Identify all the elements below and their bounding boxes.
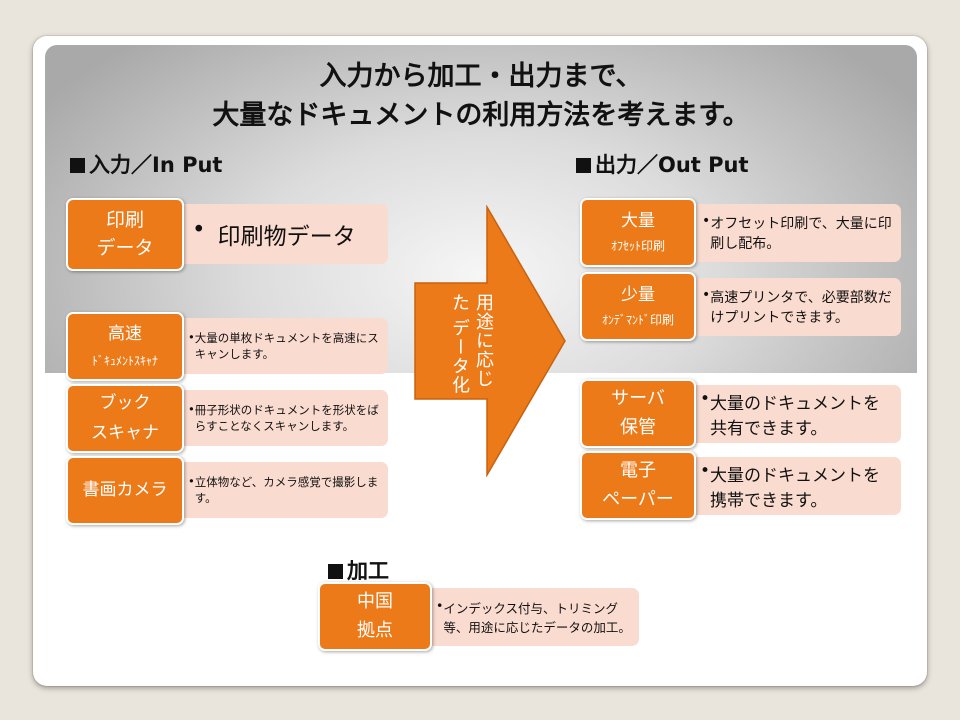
section-output-label: 出力／Out Put [595,153,749,177]
bullet-dot: • [702,213,711,229]
output-desc-on-demand-print: •高速プリンタで、必要部数だけプリントできます。 [688,278,901,336]
desc-text: 大量のドキュメントを共有できます。 [710,394,881,439]
input-label-high-speed-scanner: 高速 ﾄﾞｷｭﾒﾝﾄｽｷｬﾅ [66,312,184,381]
bullet-line: • 印刷物データ [192,217,356,251]
bullet-dot: • [702,287,711,303]
bullet-line: •大量の単枚ドキュメントを高速にスキャンします。 [188,330,380,362]
input-desc-document-camera: •立体物など、カメラ感覚で撮影します。 [176,462,388,518]
output-label-server-storage: サーバ 保管 [580,379,696,448]
arrow-label: 用途に応じた データ化 [447,293,495,403]
output-label-offset-print: 大量 ｵﾌｾｯﾄ印刷 [580,198,696,267]
output-label-on-demand-print: 少量 ｵﾝﾃﾞﾏﾝﾄﾞ印刷 [580,272,696,341]
output-label-electronic-paper: 電子 ペーパー [580,451,696,520]
output-desc-server-storage: •大量のドキュメントを共有できます。 [688,385,901,443]
label-line1: 高速 [108,324,142,345]
bullet-dot: • [700,389,711,409]
bullet-dot: • [188,474,195,488]
bullet-dot: • [436,598,444,613]
label-line1: 少量 [621,285,655,306]
desc-text: 立体物など、カメラ感覚で撮影します。 [194,475,379,505]
section-process-label: 加工 [347,559,389,583]
label-line2: ﾄﾞｷｭﾒﾝﾄｽｷｬﾅ [91,353,158,368]
bullet-dot: • [700,461,711,481]
desc-text: 大量の単枚ドキュメントを高速にスキャンします。 [194,331,379,361]
process-label-china-base: 中国 拠点 [318,582,432,651]
page-title-line2: 大量なドキュメントの利用方法を考えます。 [212,100,750,131]
flow-arrow-icon [414,205,566,477]
bullet-line: •高速プリンタで、必要部数だけプリントできます。 [702,287,893,327]
section-output-heading: 出力／Out Put [576,149,749,179]
bullet-dot: • [192,217,206,243]
desc-text: 大量のドキュメントを携帯できます。 [710,466,881,511]
bullet-line: •立体物など、カメラ感覚で撮影します。 [188,474,380,506]
arrow-label-line1: 用途に応じた [449,293,494,388]
output-desc-electronic-paper: •大量のドキュメントを携帯できます。 [688,457,901,515]
label-line1: 印刷 [105,208,144,231]
square-bullet-icon [576,158,591,173]
label-line2: 保管 [620,416,656,438]
process-desc-china-base: •インデックス付与、トリミング等、用途に応じたデータの加工。 [424,588,639,646]
bullet-line: •オフセット印刷で、大量に印刷し配布。 [702,213,893,253]
label-line2: ペーパー [602,488,674,510]
bullet-dot: • [188,402,195,416]
square-bullet-icon [328,564,343,579]
desc-text: 印刷物データ [217,224,356,250]
bullet-line: •大量のドキュメントを共有できます。 [700,389,893,439]
label-line2: ｵﾌｾｯﾄ印刷 [610,238,665,253]
bullet-line: •冊子形状のドキュメントを形状をばらすことなくスキャンします。 [188,402,380,434]
input-desc-print-data: • 印刷物データ [176,204,388,264]
input-desc-high-speed-scanner: •大量の単枚ドキュメントを高速にスキャンします。 [176,318,388,374]
bullet-dot: • [188,330,195,344]
label-line2: ｵﾝﾃﾞﾏﾝﾄﾞ印刷 [601,312,674,327]
label-line1: 大量 [621,211,655,232]
bullet-line: •大量のドキュメントを携帯できます。 [700,461,893,511]
square-bullet-icon [70,158,85,173]
input-desc-book-scanner: •冊子形状のドキュメントを形状をばらすことなくスキャンします。 [176,390,388,446]
input-label-document-camera: 書画カメラ [66,456,184,525]
bullet-line: •インデックス付与、トリミング等、用途に応じたデータの加工。 [436,598,631,636]
desc-text: 冊子形状のドキュメントを形状をばらすことなくスキャンします。 [194,403,379,433]
label-line2: スキャナ [91,422,159,443]
section-input-heading: 入力／In Put [70,149,222,179]
page-title-line1: 入力から加工・出力まで、 [319,61,643,92]
desc-text: オフセット印刷で、大量に印刷し配布。 [710,216,892,252]
output-desc-offset-print: •オフセット印刷で、大量に印刷し配布。 [688,204,901,262]
label-line1: ブック [99,393,151,414]
label-line2: データ [96,236,154,259]
label-line1: サーバ [611,388,665,409]
arrow-label-line2: データ化 [449,318,470,395]
label-line1: 中国 [357,591,393,612]
section-process-heading: 加工 [328,555,389,585]
input-label-print-data: 印刷 データ [66,198,184,271]
desc-text: インデックス付与、トリミング等、用途に応じたデータの加工。 [443,601,631,635]
desc-text: 高速プリンタで、必要部数だけプリントできます。 [710,290,892,326]
input-label-book-scanner: ブック スキャナ [66,384,184,453]
label-line2: 拠点 [357,619,393,641]
section-input-label: 入力／In Put [89,153,223,177]
label-line1: 書画カメラ [82,479,168,500]
label-line1: 電子 [620,460,656,481]
